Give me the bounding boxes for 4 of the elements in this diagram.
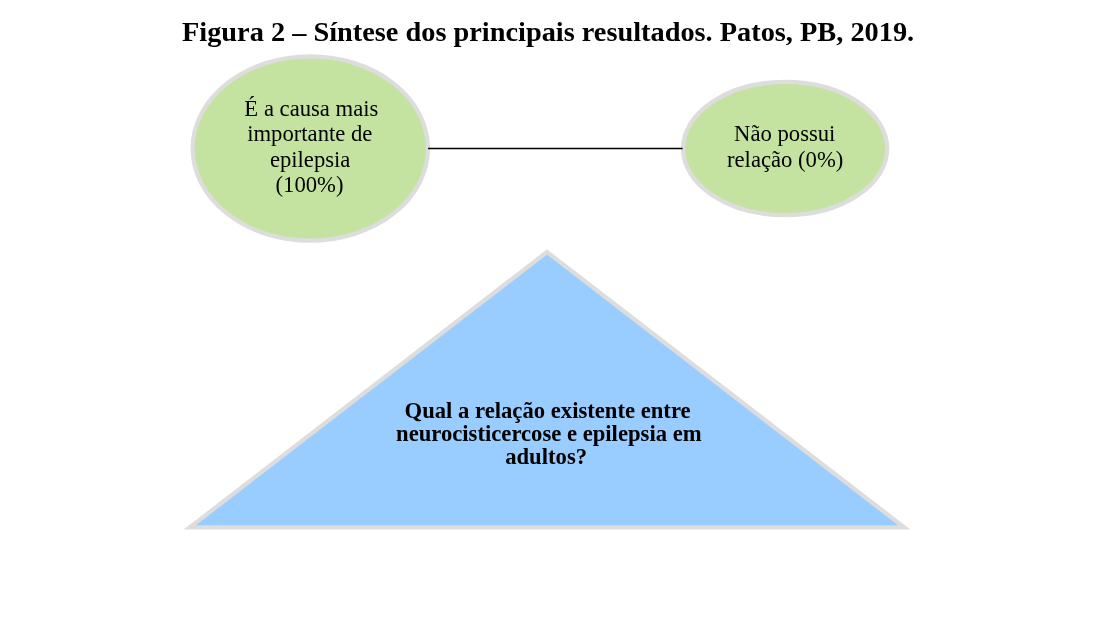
diagram-title: Figura 2 – Síntese dos principais resultados. Patos, PB, 2019. (182, 15, 915, 47)
node-ellipse: É a causa mais importante de epilepsia (100%) (190, 54, 431, 243)
connector (427, 147, 684, 150)
node-ellipse: Não possui relação (0%) (680, 79, 890, 218)
